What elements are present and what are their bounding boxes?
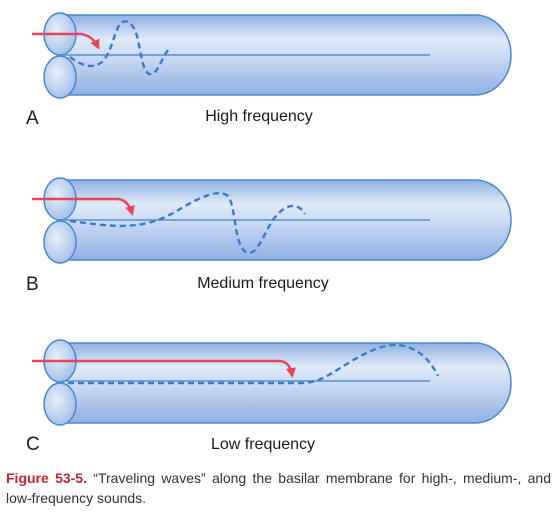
panel-a: A High frequency	[26, 12, 512, 129]
cochlea-tube	[43, 339, 512, 426]
scala-tympani-opening	[43, 382, 77, 426]
caption-text: “Traveling waves” along the basilar memb…	[6, 470, 551, 506]
sound-arrow	[32, 197, 135, 216]
panel-label: Low frequency	[211, 436, 315, 453]
panel-letter: A	[26, 108, 39, 129]
sound-arrow	[32, 32, 100, 50]
figure-caption: Figure 53-5. “Traveling waves” along the…	[6, 468, 551, 508]
scala-tympani-opening	[43, 220, 77, 264]
traveling-wave	[68, 343, 440, 385]
figure-label: Figure 53-5.	[6, 470, 87, 486]
panel-b: B Medium frequency	[26, 177, 512, 295]
panel-letter: C	[26, 434, 40, 455]
traveling-wave	[69, 20, 169, 76]
panel-letter: B	[26, 274, 39, 295]
traveling-wave	[69, 191, 307, 254]
panel-c: C Low frequency	[26, 339, 512, 455]
sound-arrow	[32, 359, 296, 378]
traveling-waves-diagram: A High frequency B Medium frequency C Lo…	[26, 12, 512, 455]
panel-label: Medium frequency	[197, 275, 329, 292]
scala-tympani-opening	[43, 55, 77, 99]
panel-label: High frequency	[205, 108, 313, 125]
